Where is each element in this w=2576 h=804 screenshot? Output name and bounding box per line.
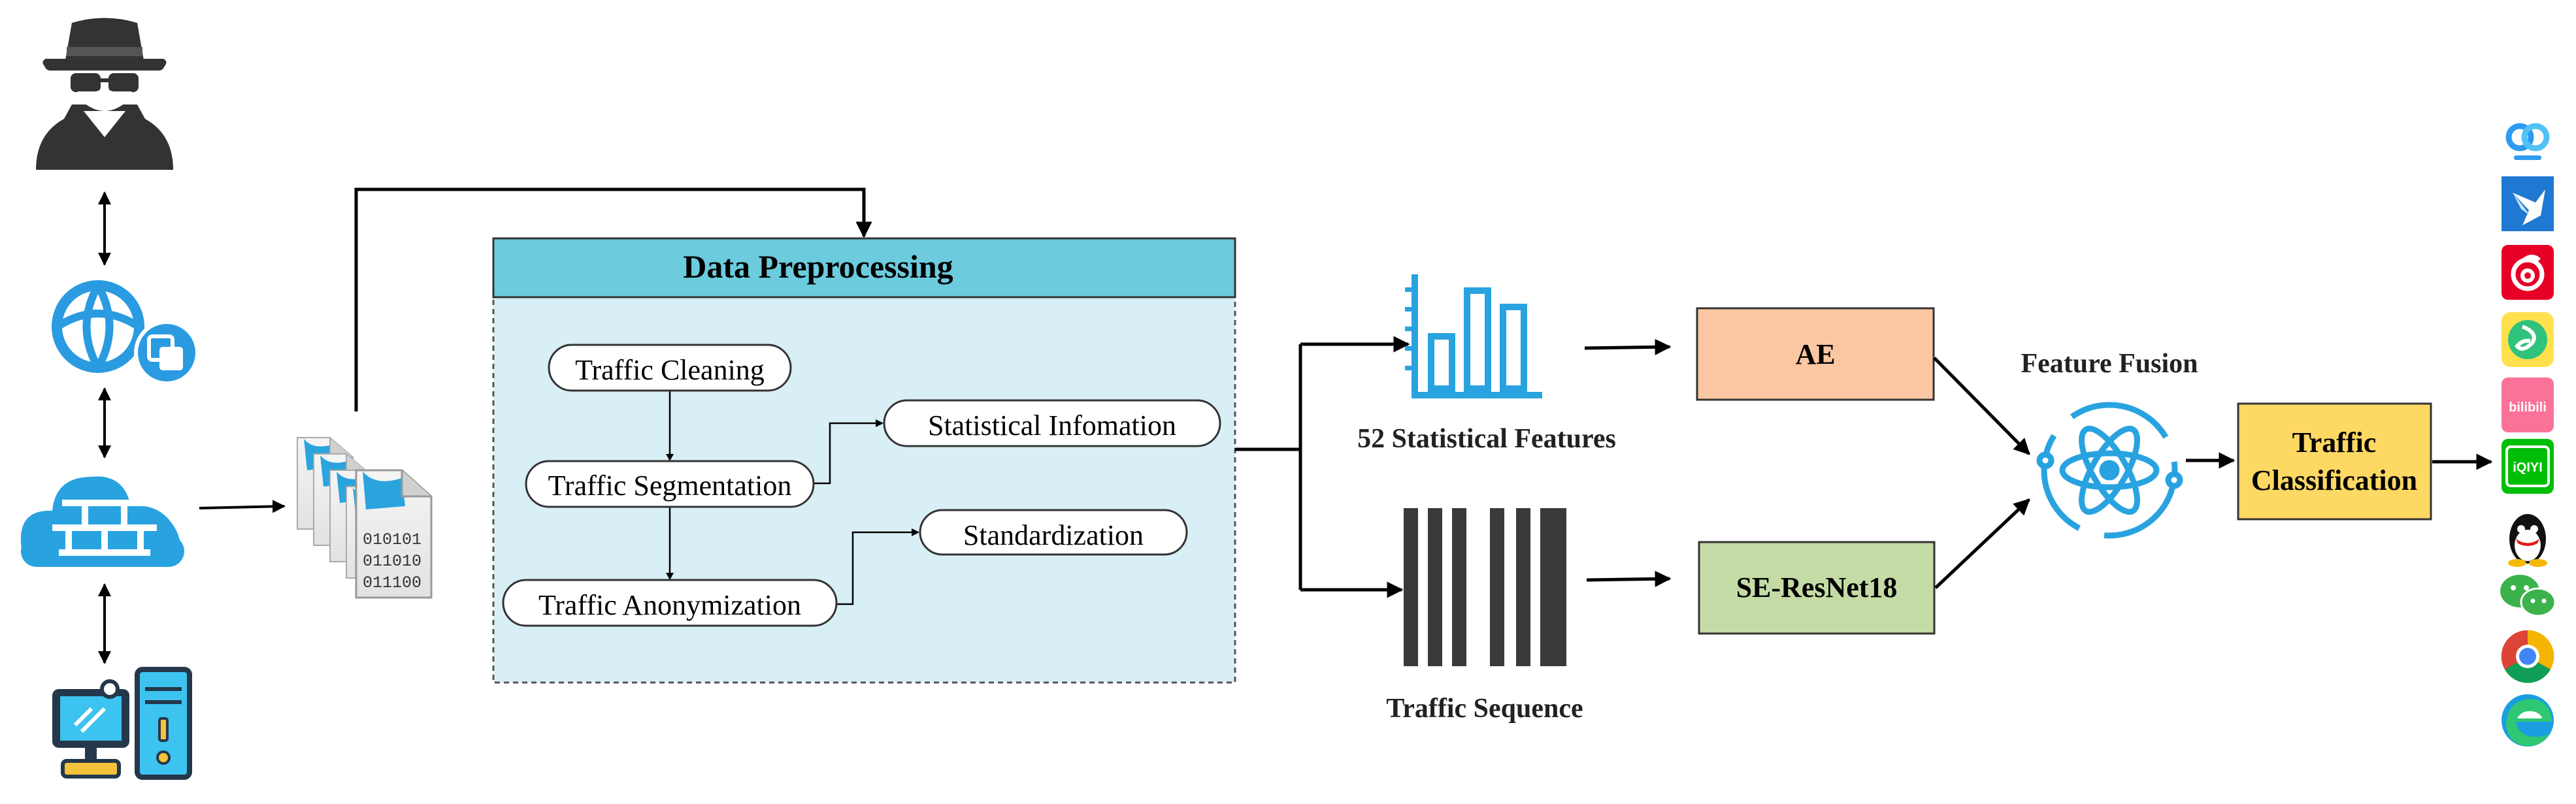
wechat-icon: [2500, 575, 2556, 617]
ae-box: [1696, 307, 1935, 401]
step-standardization-label: Standardization: [963, 519, 1144, 551]
stats-to-ae-arrow: [1584, 338, 1672, 355]
step-traffic-anonymization-label: Traffic Anonymization: [538, 589, 801, 621]
data-preprocessing-title: Data Preprocessing: [683, 248, 953, 285]
traffic-sequence-icon: [1404, 508, 1566, 666]
step-traffic-cleaning: [548, 344, 792, 392]
iqiyi-icon: iQIYI: [2502, 439, 2554, 494]
traffic-classification-label-line1: Traffic: [2292, 426, 2377, 458]
file-bits-row-3: 011100: [363, 573, 421, 592]
sequence-to-se-resnet-arrow: [1586, 570, 1672, 587]
bilibili-badge-text: bilibili: [2509, 400, 2547, 415]
feature-fusion-atom-icon: [2036, 402, 2183, 539]
traffic-sequence-label: Traffic Sequence: [1386, 694, 1583, 724]
host-computer-icon: [52, 667, 192, 780]
qq-icon: [2508, 514, 2547, 567]
step-statistical-information-label: Statistical Infomation: [928, 410, 1176, 442]
firewall-to-traffic-arrow: [199, 500, 286, 513]
ae-label: AE: [1795, 338, 1835, 370]
traffic-to-preprocessing-arrow: [354, 187, 872, 411]
proxy-icon: [52, 280, 199, 385]
chrome-icon: [2501, 630, 2554, 683]
netease-music-icon: [2502, 245, 2554, 300]
iqiyi-badge-text: iQIYI: [2513, 460, 2543, 475]
step-standardization: [919, 509, 1188, 556]
step-traffic-segmentation-label: Traffic Segmentation: [548, 470, 792, 502]
qq-music-icon: [2502, 312, 2554, 367]
se-resnet-label: SE-ResNet18: [1736, 571, 1898, 603]
se-resnet-to-fusion-arrow: [1934, 498, 2030, 589]
app-icons-column: bilibili iQIYI: [2500, 114, 2556, 747]
preprocessing-branch-connector: [1235, 336, 1410, 598]
step-traffic-segmentation: [525, 460, 815, 508]
file-bits-row-2: 011010: [363, 552, 421, 571]
hacker-icon: [36, 18, 173, 170]
traffic-classification-label-line2: Classification: [2251, 464, 2417, 496]
ae-to-fusion-arrow: [1933, 357, 2030, 455]
baidu-netdisk-icon: [2502, 114, 2552, 165]
se-resnet-box: [1698, 541, 1936, 635]
traffic-classification-box: [2237, 402, 2432, 521]
statistical-chart-icon: [1405, 274, 1542, 398]
feature-fusion-label: Feature Fusion: [2021, 349, 2198, 379]
statistical-features-label: 52 Statistical Features: [1357, 424, 1616, 454]
traffic-files-icon: 010101 011010 011100: [297, 437, 433, 599]
step-traffic-cleaning-label: Traffic Cleaning: [575, 354, 765, 386]
file-bits-row-1: 010101: [363, 530, 421, 549]
step-traffic-anonymization: [502, 579, 838, 627]
feishu-icon: [2502, 176, 2554, 231]
firewall-cloud-icon: [20, 476, 184, 567]
step-statistical-information: [883, 399, 1221, 447]
edge-icon: [2502, 694, 2554, 747]
data-preprocessing-panel: Data Preprocessing Traffic Cleaning Traf…: [492, 237, 1236, 684]
bilibili-icon: bilibili: [2502, 378, 2554, 432]
